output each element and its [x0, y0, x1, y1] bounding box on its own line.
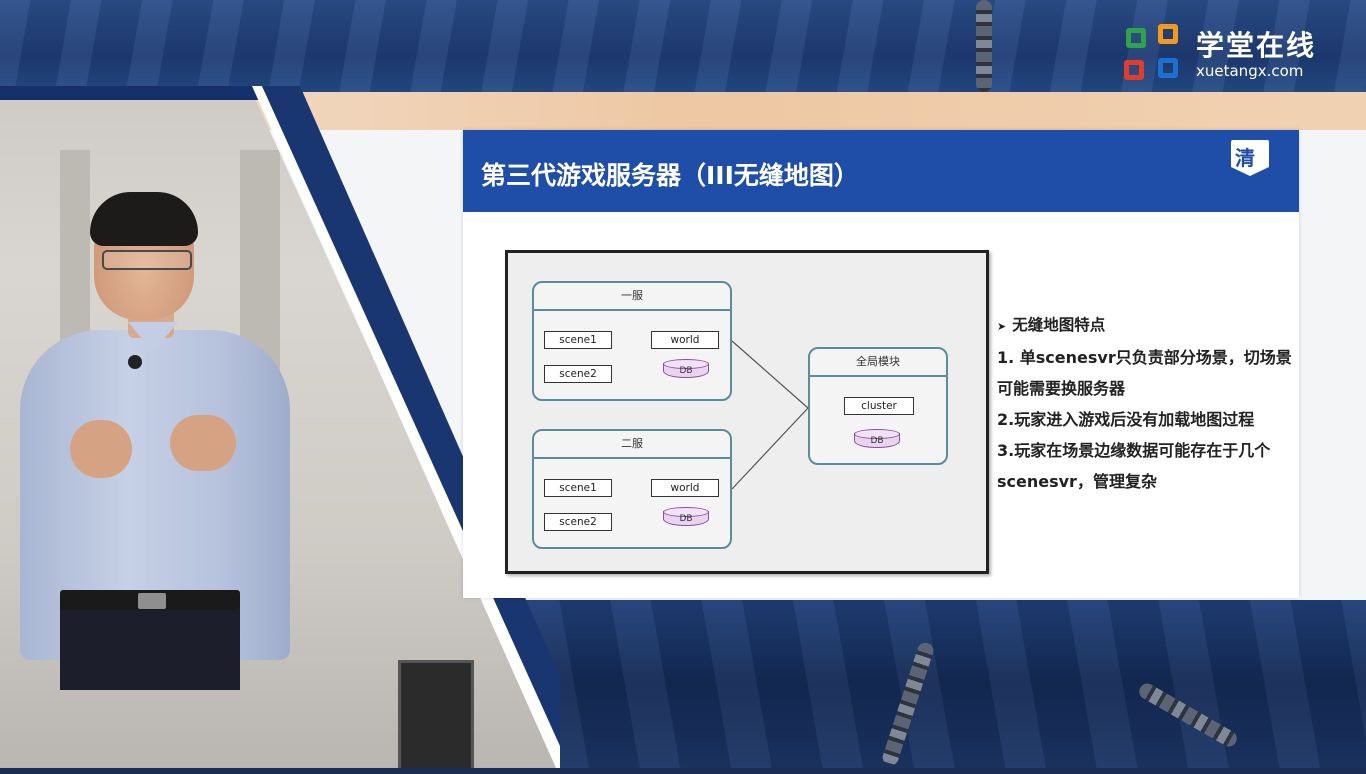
- right-hand: [170, 415, 236, 471]
- slide-header: 第三代游戏服务器（III无缝地图） 清: [463, 130, 1299, 212]
- logo-square-blue: [1158, 58, 1178, 78]
- server-two-title: 二服: [534, 431, 730, 459]
- tsinghua-badge-icon: 清: [1231, 140, 1269, 176]
- left-hand: [70, 420, 132, 478]
- feature-list-heading: ➤无缝地图特点: [997, 316, 1106, 334]
- global-cluster: cluster: [844, 397, 914, 415]
- stage-monitor: [398, 660, 474, 768]
- server-one-world: world: [651, 331, 719, 349]
- logo-square-red: [1124, 60, 1144, 80]
- logo-name: 学堂在线: [1196, 28, 1317, 62]
- server-one-scene2: scene2: [544, 365, 612, 383]
- global-module-title: 全局模块: [810, 349, 946, 377]
- server-one-db: DB: [663, 359, 709, 381]
- server-two-scene2: scene2: [544, 513, 612, 531]
- server-one-title: 一服: [534, 283, 730, 311]
- slide-title: 第三代游戏服务器（III无缝地图）: [481, 161, 859, 190]
- trousers: [60, 610, 240, 690]
- feature-item-3: 3.玩家在场景边缘数据可能存在于几个scenesvr，管理复杂: [997, 441, 1271, 491]
- top-accent-band: [250, 92, 1366, 130]
- hair: [90, 192, 198, 246]
- logo-domain: xuetangx.com: [1196, 61, 1304, 80]
- xuetangx-logo: 学堂在线 xuetangx.com: [1122, 24, 1316, 86]
- global-db: DB: [854, 429, 900, 451]
- logo-square-green: [1126, 28, 1146, 48]
- lapel-mic-icon: [128, 355, 142, 369]
- architecture-diagram: 一服 scene1 scene2 world DB 二服 scene1 scen…: [505, 250, 989, 574]
- server-two-scene1: scene1: [544, 479, 612, 497]
- logo-square-orange: [1158, 24, 1178, 44]
- presentation-slide: 第三代游戏服务器（III无缝地图） 清 一服 scene1 scene2 wor…: [463, 130, 1299, 598]
- xuetangx-logo-icon: [1122, 24, 1188, 86]
- server-two-db: DB: [663, 507, 709, 529]
- lecturer: [10, 190, 300, 690]
- feature-item-2: 2.玩家进入游戏后没有加载地图过程: [997, 410, 1255, 429]
- chain-decoration: [976, 0, 992, 92]
- belt-buckle: [138, 593, 166, 609]
- server-two-world: world: [651, 479, 719, 497]
- server-one-scene1: scene1: [544, 331, 612, 349]
- glasses: [102, 250, 192, 270]
- feature-item-1: 1. 单scenesvr只负责部分场景，切场景可能需要换服务器: [997, 348, 1292, 398]
- feature-list: ➤无缝地图特点 1. 单scenesvr只负责部分场景，切场景可能需要换服务器 …: [997, 310, 1297, 497]
- arrow-bullet-icon: ➤: [997, 320, 1007, 333]
